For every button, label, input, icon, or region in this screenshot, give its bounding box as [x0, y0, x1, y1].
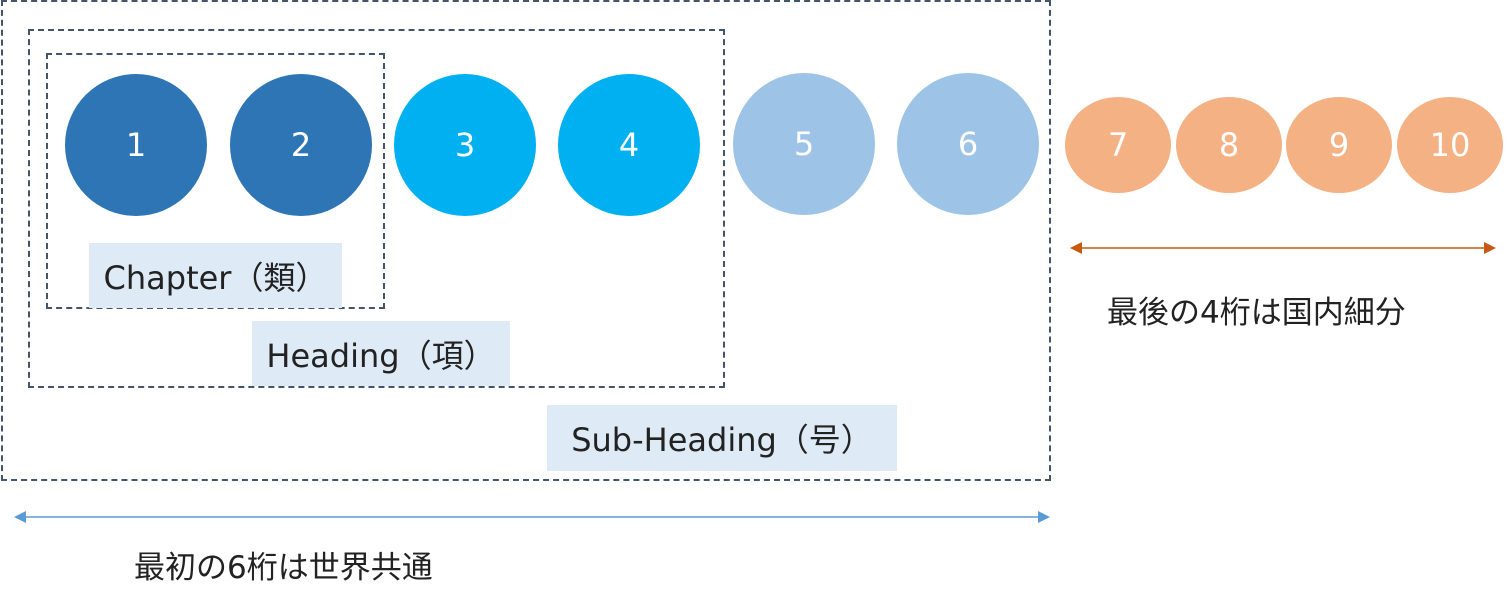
digit-circle-9: 9 — [1286, 97, 1392, 193]
subheading-label: Sub-Heading（号） — [547, 405, 897, 471]
digit-circle-5: 5 — [733, 73, 875, 215]
digit-circle-3: 3 — [394, 74, 536, 216]
digit-circle-7: 7 — [1065, 97, 1171, 193]
global-digits-caption: 最初の6桁は世界共通 — [134, 550, 433, 586]
digit-circle-8: 8 — [1176, 97, 1282, 193]
digit-circle-4: 4 — [558, 74, 700, 216]
digit-circle-10: 10 — [1397, 97, 1503, 193]
chapter-group-box — [46, 53, 385, 309]
heading-group-box — [28, 29, 725, 388]
digit-circle-1: 1 — [65, 74, 207, 216]
chapter-label: Chapter（類） — [89, 243, 342, 308]
heading-label: Heading（項） — [252, 321, 510, 386]
digit-circle-6: 6 — [897, 73, 1039, 215]
subheading-group-box — [1, 0, 1051, 481]
digit-circle-2: 2 — [230, 74, 372, 216]
national-range-arrow — [1070, 242, 1496, 254]
global-range-arrow — [14, 511, 1050, 523]
national-digits-caption: 最後の4桁は国内細分 — [1107, 295, 1406, 331]
